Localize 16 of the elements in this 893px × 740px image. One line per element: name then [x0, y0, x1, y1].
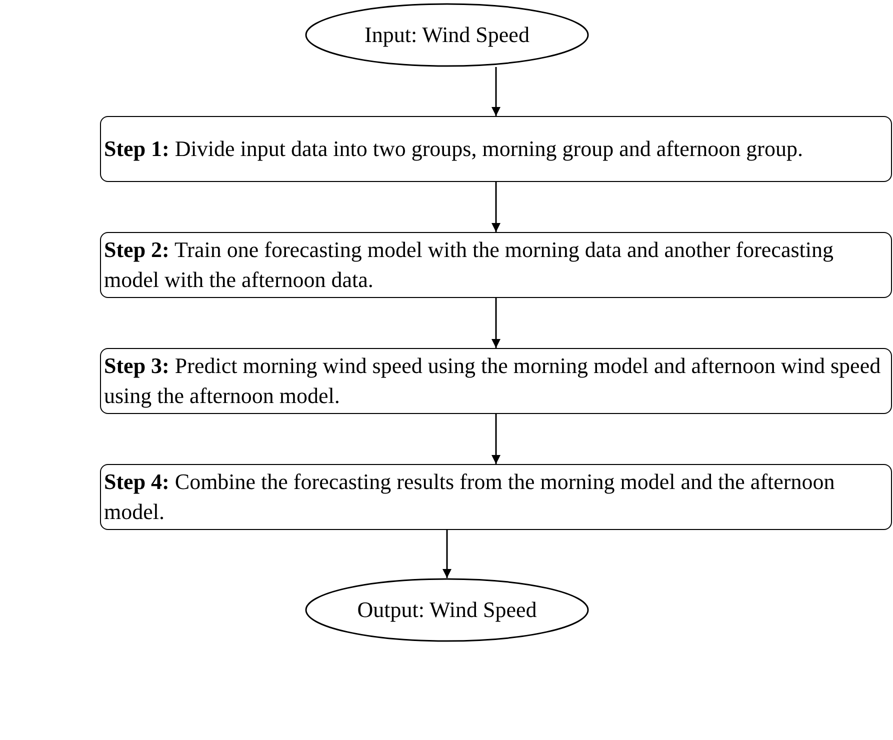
process-box — [100, 116, 892, 182]
arrow — [492, 67, 500, 116]
process-box — [100, 464, 892, 530]
arrow — [492, 414, 500, 464]
process-box — [100, 232, 892, 298]
terminal-ellipse — [305, 578, 589, 642]
step-description: Step 4: Combine the forecasting results from the morning model and the afternoon model. — [104, 468, 836, 526]
arrow — [442, 530, 452, 578]
terminal-ellipse — [305, 3, 589, 67]
arrow — [492, 298, 500, 348]
terminal-label: Output: Wind Speed — [357, 596, 537, 624]
step-description: Step 1: Divide input data into two groups, morning group and afternoon group. — [104, 135, 804, 163]
step-description: Step 2: Train one forecasting model with the morning data and another forecasting model with the afternoon data. — [104, 236, 834, 294]
step-description: Step 3: Predict morning wind speed using the morning model and afternoon wind speed using the afternoon model. — [104, 352, 882, 410]
arrow — [492, 182, 500, 232]
terminal-label: Input: Wind Speed — [364, 21, 530, 49]
